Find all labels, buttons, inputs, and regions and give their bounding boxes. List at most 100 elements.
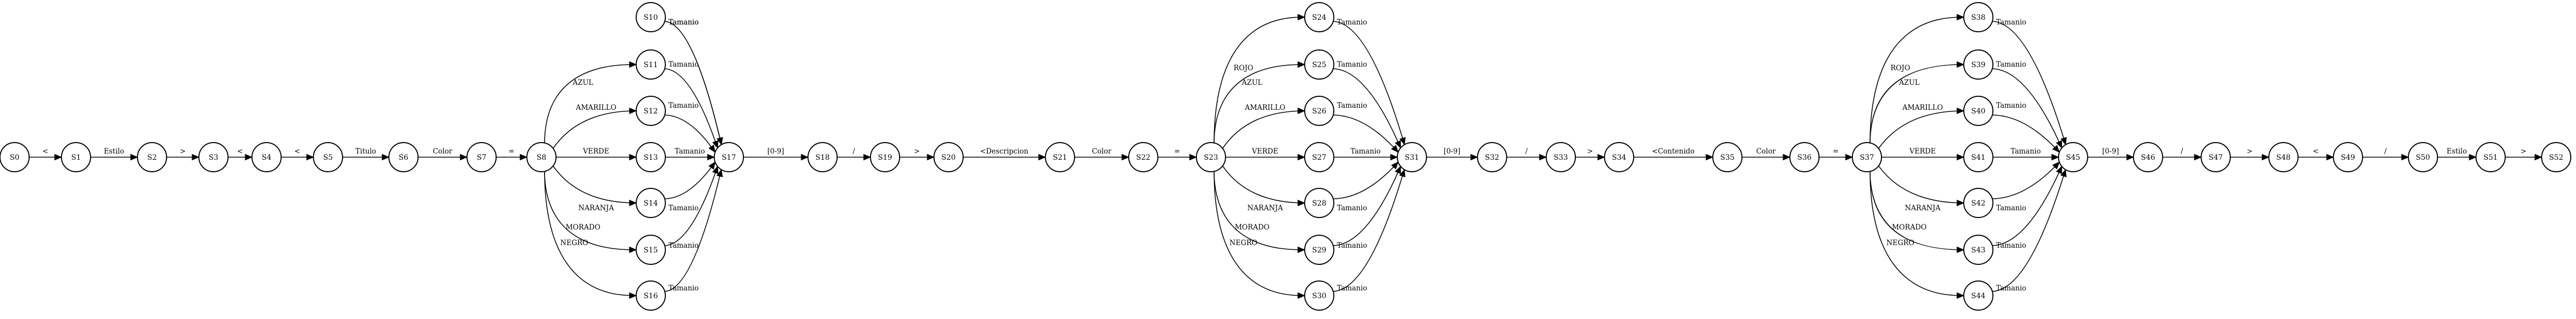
state-label: S38 bbox=[1971, 14, 1985, 22]
state-s0: S0 bbox=[0, 142, 30, 172]
state-label: S42 bbox=[1971, 199, 1985, 208]
transition-s37-s43: MORADO bbox=[1870, 170, 1965, 253]
transition-label: Tamanio bbox=[1337, 60, 1367, 69]
state-label: S44 bbox=[1971, 292, 1985, 300]
transition-label: Color bbox=[1092, 147, 1112, 156]
transition-s1-s2: Estilo bbox=[91, 147, 138, 161]
transition-label: Tamanio bbox=[1337, 18, 1367, 27]
transition-s24-s31: Tamanio bbox=[1332, 18, 1406, 146]
transition-label: [0-9] bbox=[767, 147, 784, 156]
transition-s21-s22: Color bbox=[1075, 147, 1130, 161]
state-s20: S20 bbox=[933, 142, 964, 172]
state-label: S2 bbox=[147, 154, 157, 162]
transition-s0-s1: < bbox=[29, 147, 62, 161]
state-s31: S31 bbox=[1397, 142, 1427, 172]
transition-s20-s21: <Descripcion bbox=[963, 147, 1046, 161]
state-label: S47 bbox=[2208, 154, 2223, 162]
state-label: S21 bbox=[1053, 154, 1067, 162]
transition-s44-s45: Tamanio bbox=[1991, 169, 2067, 292]
transition-label: < bbox=[42, 147, 48, 156]
state-s18: S18 bbox=[807, 142, 838, 172]
state-label: S32 bbox=[1485, 154, 1499, 162]
state-label: S6 bbox=[399, 154, 409, 162]
transition-label: AMARILLO bbox=[575, 104, 616, 112]
state-s10: S10 bbox=[636, 2, 666, 32]
transition-s47-s48: > bbox=[2230, 147, 2270, 161]
transition-s3-s4: < bbox=[228, 147, 253, 161]
transition-label: Tamanio bbox=[1996, 204, 2026, 212]
transition-label: > bbox=[2246, 147, 2252, 156]
state-label: S35 bbox=[1720, 154, 1734, 162]
transition-label: > bbox=[1587, 147, 1593, 156]
transition-label: Tamanio bbox=[668, 18, 699, 27]
state-label: S4 bbox=[262, 154, 272, 162]
transition-label: Tamanio bbox=[1996, 60, 2026, 69]
state-label: S10 bbox=[643, 14, 658, 22]
state-s27: S27 bbox=[1304, 142, 1334, 172]
state-s36: S36 bbox=[1789, 142, 1820, 172]
transition-label: Tamanio bbox=[1996, 241, 2026, 250]
state-label: S36 bbox=[1797, 154, 1811, 162]
transition-s23-s26: AMARILLO bbox=[1222, 104, 1306, 149]
state-s7: S7 bbox=[466, 142, 497, 172]
transition-s42-s45: Tamanio bbox=[1991, 161, 2060, 212]
transition-s31-s32: [0-9] bbox=[1426, 147, 1479, 161]
transition-s2-s3: > bbox=[167, 147, 200, 161]
transition-s9-s17: Tamanio bbox=[664, 18, 723, 146]
state-s8: S8 bbox=[526, 142, 557, 172]
state-label: S24 bbox=[1312, 14, 1326, 22]
state-s40: S40 bbox=[1963, 96, 1993, 126]
state-label: S34 bbox=[1612, 154, 1626, 162]
transition-label: AZUL bbox=[572, 79, 594, 87]
transition-s50-s51: Estilo bbox=[2438, 147, 2477, 161]
transition-label: Tamanio bbox=[1996, 18, 2026, 27]
state-label: S19 bbox=[878, 154, 892, 162]
state-s48: S48 bbox=[2268, 142, 2299, 172]
state-s49: S49 bbox=[2333, 142, 2363, 172]
transition-s8-s14: NARANJA bbox=[552, 165, 637, 212]
state-s23: S23 bbox=[1196, 142, 1226, 172]
state-s3: S3 bbox=[198, 142, 229, 172]
transition-s37-s42: NARANJA bbox=[1878, 165, 1965, 212]
state-label: S50 bbox=[2416, 154, 2430, 162]
transition-s17-s18: [0-9] bbox=[743, 147, 809, 161]
transition-label: Titulo bbox=[356, 147, 376, 156]
state-label: S51 bbox=[2483, 154, 2497, 162]
transition-s27-s31: Tamanio bbox=[1334, 147, 1398, 161]
transition-label: Estilo bbox=[2447, 147, 2467, 156]
transition-s14-s17: Tamanio bbox=[664, 161, 716, 212]
transition-label: Tamanio bbox=[1337, 241, 1367, 250]
transition-label: MORADO bbox=[1235, 223, 1270, 232]
transition-s23-s25: AZUL bbox=[1214, 61, 1306, 144]
transition-label: Tamanio bbox=[1996, 101, 2026, 110]
transition-label: NEGRO bbox=[1230, 239, 1258, 247]
transition-label: > bbox=[914, 147, 919, 156]
transition-s5-s6: Titulo bbox=[343, 147, 390, 161]
state-label: S31 bbox=[1405, 154, 1419, 162]
transition-s13-s17: Tamanio bbox=[665, 147, 715, 161]
state-s44: S44 bbox=[1963, 280, 1993, 311]
transition-s8-s12: AMARILLO bbox=[552, 104, 637, 149]
state-s19: S19 bbox=[870, 142, 900, 172]
transition-label: NARANJA bbox=[578, 204, 614, 212]
transition-s11-s17: Tamanio bbox=[664, 60, 718, 149]
transition-s25-s31: Tamanio bbox=[1332, 60, 1401, 149]
transition-label: / bbox=[1525, 147, 1528, 156]
state-s43: S43 bbox=[1963, 235, 1993, 265]
transition-label: AMARILLO bbox=[1244, 104, 1285, 112]
state-label: S46 bbox=[2141, 154, 2155, 162]
transition-label: AZUL bbox=[1899, 79, 1920, 87]
transition-label: < bbox=[237, 147, 243, 156]
state-label: S15 bbox=[643, 246, 658, 254]
transition-label: Tamanio bbox=[1350, 147, 1381, 156]
transition-label: / bbox=[2181, 147, 2183, 156]
transition-s16-s17: Tamanio bbox=[664, 169, 723, 292]
transition-s41-s45: Tamanio bbox=[1993, 147, 2060, 161]
state-label: S49 bbox=[2341, 154, 2355, 162]
transition-label: NARANJA bbox=[1905, 204, 1941, 212]
state-label: S27 bbox=[1312, 154, 1326, 162]
transition-label: > bbox=[180, 147, 185, 156]
transition-label: Tamanio bbox=[668, 60, 699, 69]
state-label: S20 bbox=[941, 154, 955, 162]
